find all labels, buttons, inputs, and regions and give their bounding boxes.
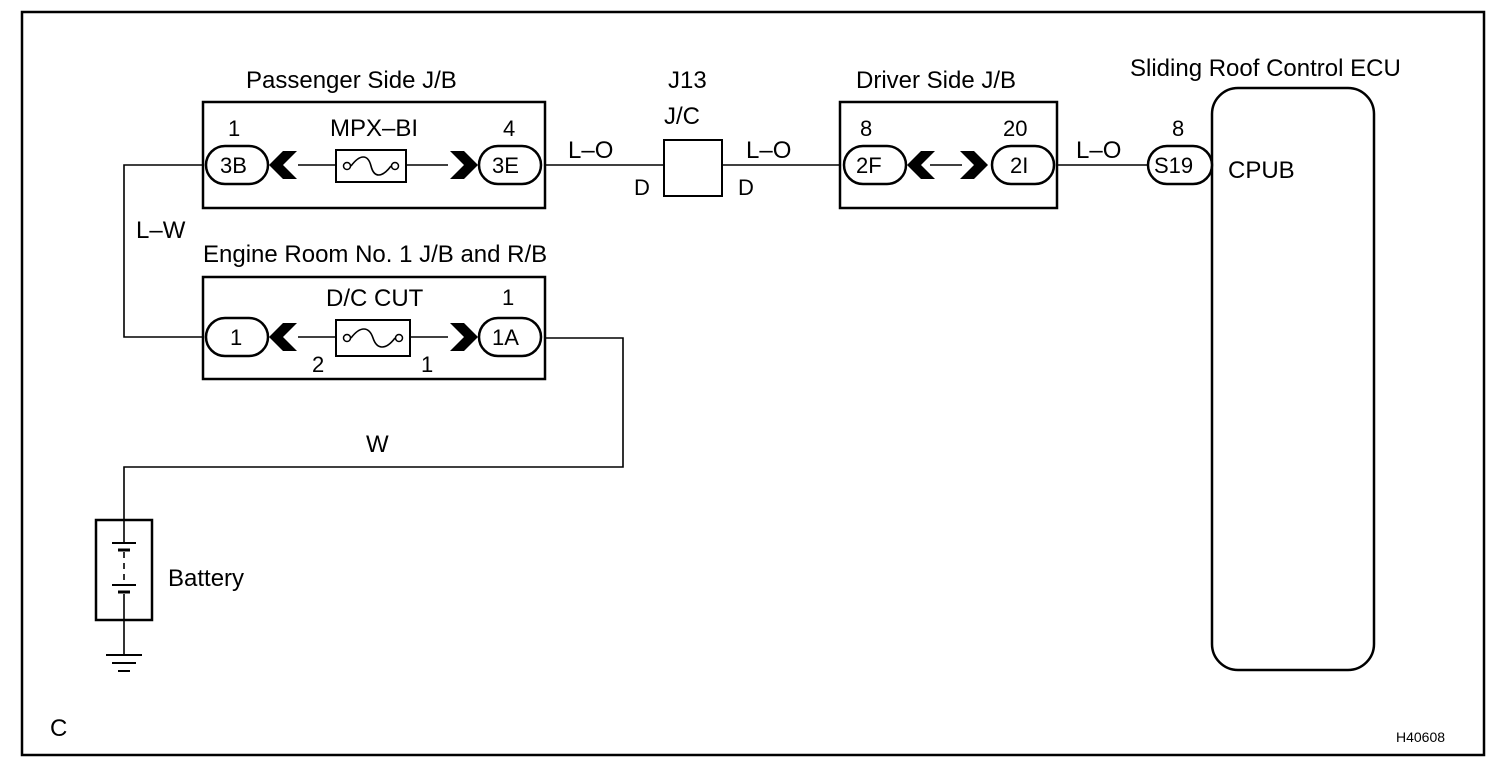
wires (123, 164, 1148, 654)
connector-s19 (1146, 144, 1214, 186)
wire-lo-label: L–O (568, 137, 613, 164)
chevron-left-icon (269, 323, 297, 351)
chevron-left-icon (907, 151, 935, 179)
pin-label: 8 (860, 116, 872, 141)
wire-w (123, 337, 624, 520)
pin-label: 1 (228, 116, 240, 141)
engine-jb-title: Engine Room No. 1 J/B and R/B (203, 241, 547, 268)
engine-jb (201, 275, 547, 381)
junction-term-label: D (634, 175, 650, 200)
driver-jb-title: Driver Side J/B (856, 67, 1016, 94)
ground-icon (106, 654, 142, 672)
junction-type: J/C (664, 103, 700, 130)
wire-lo-label: L–O (1076, 137, 1121, 164)
connector-1 (204, 316, 270, 358)
junction-term-label: D (738, 175, 754, 200)
battery-label: Battery (168, 565, 244, 592)
pin-label: 4 (503, 116, 515, 141)
driver-jb (838, 100, 1059, 210)
junction-j13-box (663, 139, 723, 197)
fuse-mpx-bi-label: MPX–BI (330, 115, 418, 142)
connector-3b (204, 144, 270, 186)
wire-lo-label: L–O (746, 137, 791, 164)
figure-id: H40608 (1396, 729, 1445, 745)
pin-label: 1 (502, 285, 514, 310)
connector-s19-label: S19 (1154, 153, 1193, 178)
connector-1-label: 1 (230, 325, 242, 350)
pin-label: 20 (1003, 116, 1027, 141)
connector-1a-label: 1A (492, 325, 519, 350)
fuse-dc-cut-label: D/C CUT (326, 285, 424, 312)
connector-2f-label: 2F (856, 153, 882, 178)
connector-3e-label: 3E (492, 153, 519, 178)
chevron-right-icon (960, 151, 988, 179)
wire-w-label: W (366, 431, 389, 458)
ecu-title: Sliding Roof Control ECU (1130, 55, 1401, 82)
connector-3b-label: 3B (220, 153, 247, 178)
connector-2f (842, 144, 908, 186)
connector-2i (990, 144, 1056, 186)
corner-label: C (50, 715, 67, 742)
fuse-term-label: 1 (421, 352, 433, 377)
connector-2i-label: 2I (1010, 153, 1028, 178)
junction-name: J13 (668, 67, 707, 94)
chevron-left-icon (269, 151, 297, 179)
battery (94, 518, 154, 622)
wire-lw-label: L–W (136, 217, 186, 244)
passenger-jb (201, 100, 547, 210)
passenger-jb-title: Passenger Side J/B (246, 67, 457, 94)
ecu-terminal-label: CPUB (1228, 157, 1295, 184)
ecu-box (1210, 86, 1376, 672)
connector-1a (477, 316, 543, 358)
diagram-frame (20, 10, 1486, 757)
pin-label: 8 (1172, 116, 1184, 141)
sliding-roof-ecu (1146, 86, 1376, 672)
fuse-term-label: 2 (312, 352, 324, 377)
wire-lw (123, 164, 206, 338)
connector-3e (477, 144, 543, 186)
chevron-right-icon (450, 323, 478, 351)
chevron-right-icon (450, 151, 478, 179)
